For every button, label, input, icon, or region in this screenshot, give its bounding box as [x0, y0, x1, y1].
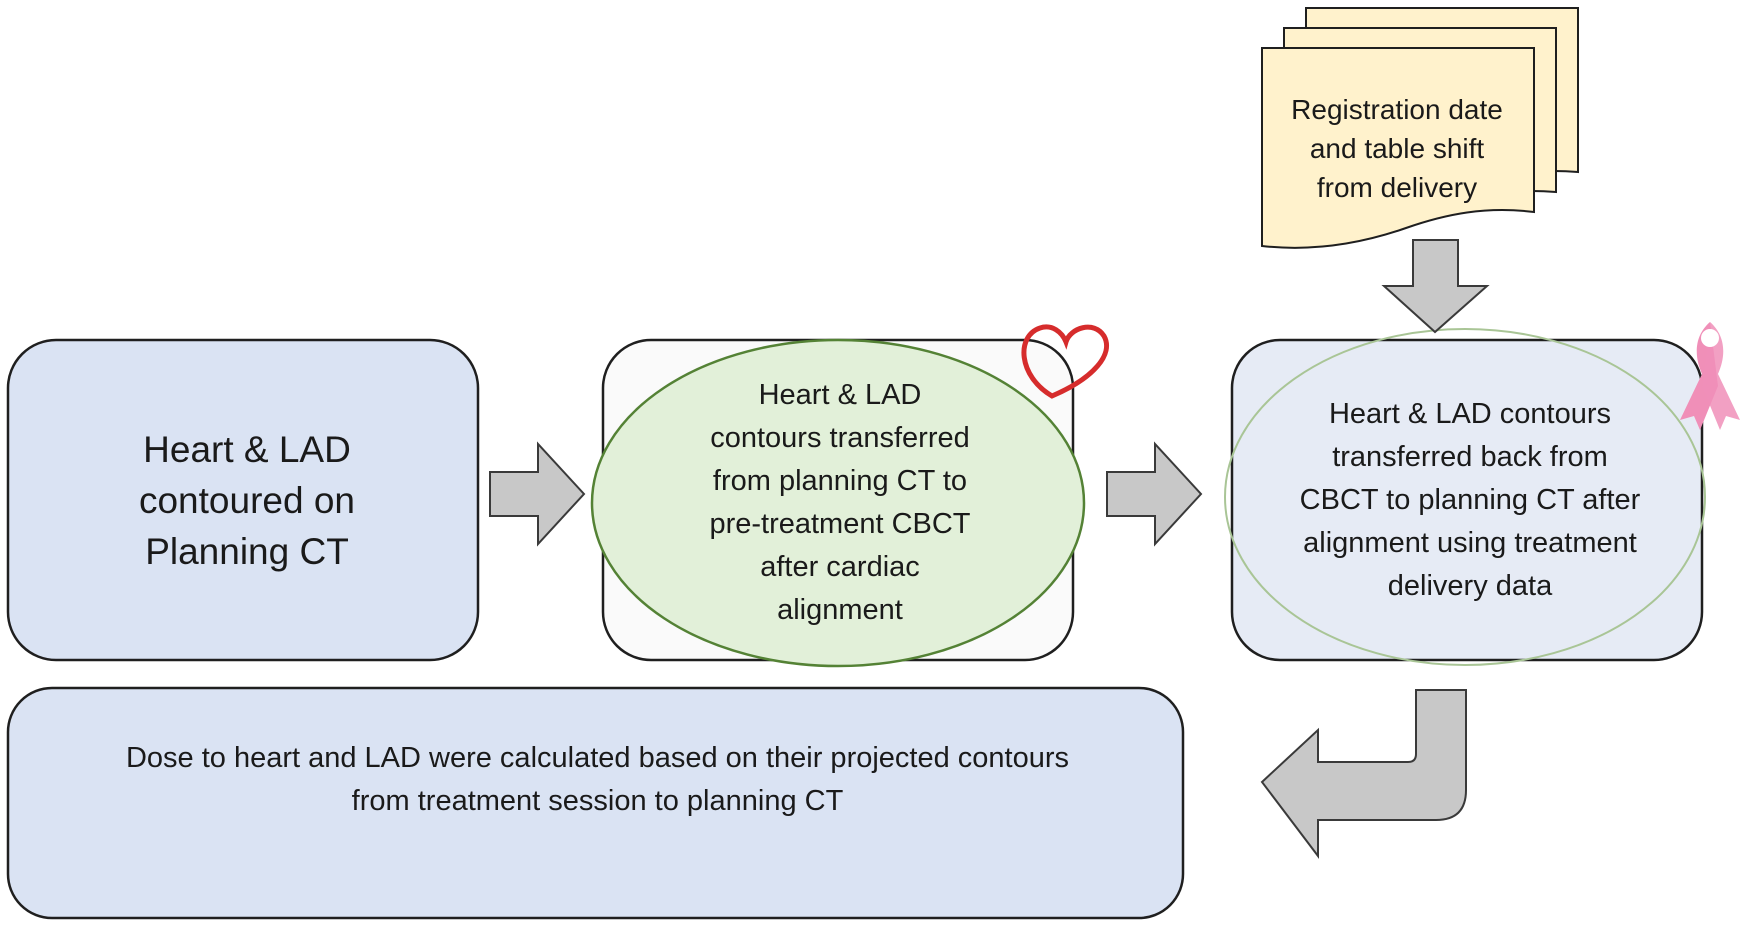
document-front — [1261, 47, 1535, 249]
planning-ct-box — [6, 338, 480, 662]
bent-arrow — [1260, 689, 1467, 859]
transfer-line-4: pre-treatment CBCT — [709, 508, 971, 540]
cbct-transfer-ellipse — [590, 338, 1086, 668]
back-line-4: alignment using treatment — [1303, 526, 1637, 559]
planning-ct-text: Heart & LAD contoured on Planning CT — [22, 345, 472, 655]
pink-ribbon-icon — [1680, 322, 1740, 430]
registration-line-2: and table shift — [1309, 132, 1485, 164]
dose-calculation-box — [6, 686, 1185, 920]
right-arrow-1 — [489, 441, 586, 547]
dose-calculation-text: Dose to heart and LAD were calculated ba… — [10, 720, 1185, 840]
back-line-5: delivery data — [1387, 569, 1553, 602]
dose-line-2: from treatment session to planning CT — [351, 785, 844, 817]
planning-line-2: contoured on — [138, 479, 355, 521]
transfer-back-text: Heart & LAD contours transferred back fr… — [1230, 390, 1710, 610]
dose-line-1: Dose to heart and LAD were calculated ba… — [125, 742, 1070, 774]
transfer-line-6: alignment — [777, 594, 903, 626]
transfer-line-3: from planning CT to — [712, 465, 968, 497]
cbct-transfer-text: Heart & LAD contours transferred from pl… — [600, 372, 1080, 634]
registration-line-3: from delivery — [1316, 171, 1478, 203]
transfer-line-5: after cardiac — [760, 551, 920, 583]
transfer-line-1: Heart & LAD — [758, 379, 922, 411]
registration-line-1: Registration date — [1291, 93, 1503, 125]
heart-icon — [1021, 324, 1109, 399]
transfer-back-ellipse — [1224, 328, 1706, 666]
registration-text: Registration date and table shift from d… — [1262, 88, 1532, 208]
back-line-2: transferred back from — [1332, 440, 1608, 473]
planning-line-1: Heart & LAD — [143, 428, 351, 470]
back-line-3: CBCT to planning CT after — [1299, 483, 1641, 516]
back-line-1: Heart & LAD contours — [1328, 397, 1612, 430]
planning-line-3: Planning CT — [145, 530, 349, 572]
transfer-line-2: contours transferred — [710, 422, 970, 454]
right-arrow-2 — [1106, 441, 1203, 547]
transfer-back-box — [1230, 338, 1704, 662]
down-arrow — [1381, 239, 1490, 334]
